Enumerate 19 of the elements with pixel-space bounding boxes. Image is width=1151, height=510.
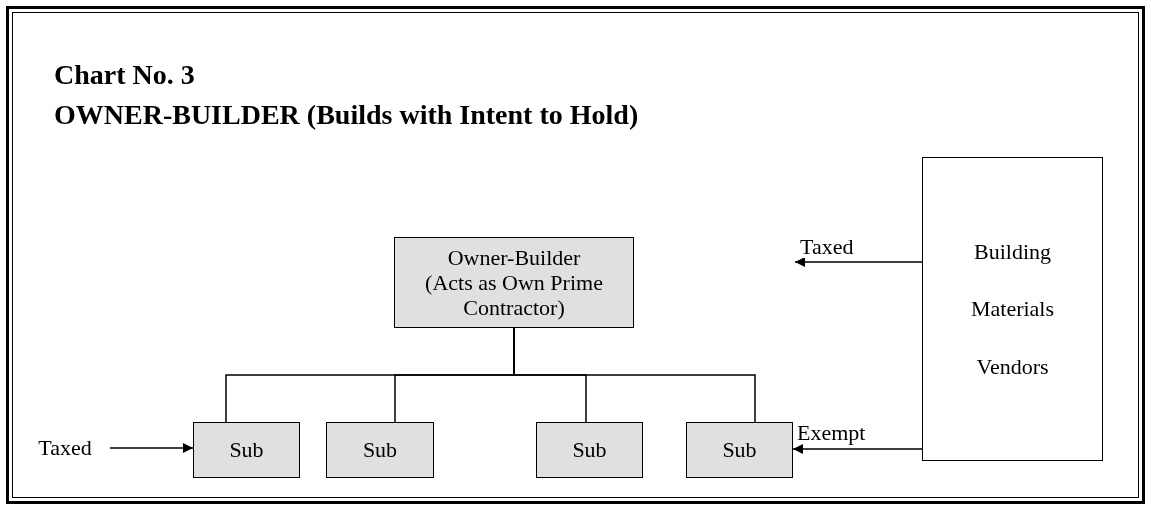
vendor-box (922, 157, 1103, 461)
box-text: Owner-Builder (Acts as Own Prime Contractor) (424, 244, 604, 321)
arrow (794, 257, 923, 267)
arrow (792, 444, 923, 454)
box-text: Sub (229, 437, 264, 463)
chart-subtitle: OWNER-BUILDER (Builds with Intent to Hold) (54, 100, 639, 131)
sub-box (686, 422, 793, 478)
node-label: Taxed (20, 434, 110, 462)
process-box (394, 237, 634, 328)
sub-box (536, 422, 643, 478)
sub-box (326, 422, 434, 478)
arrow (109, 443, 194, 453)
connector-line (513, 327, 756, 423)
box-text: Building Materials Vendors (969, 238, 1056, 381)
box-text: Sub (362, 437, 398, 463)
chart-title: Chart No. 3 (54, 60, 195, 91)
box-text: Sub (572, 437, 607, 463)
sub-box (193, 422, 300, 478)
box-text: Sub (722, 437, 757, 463)
